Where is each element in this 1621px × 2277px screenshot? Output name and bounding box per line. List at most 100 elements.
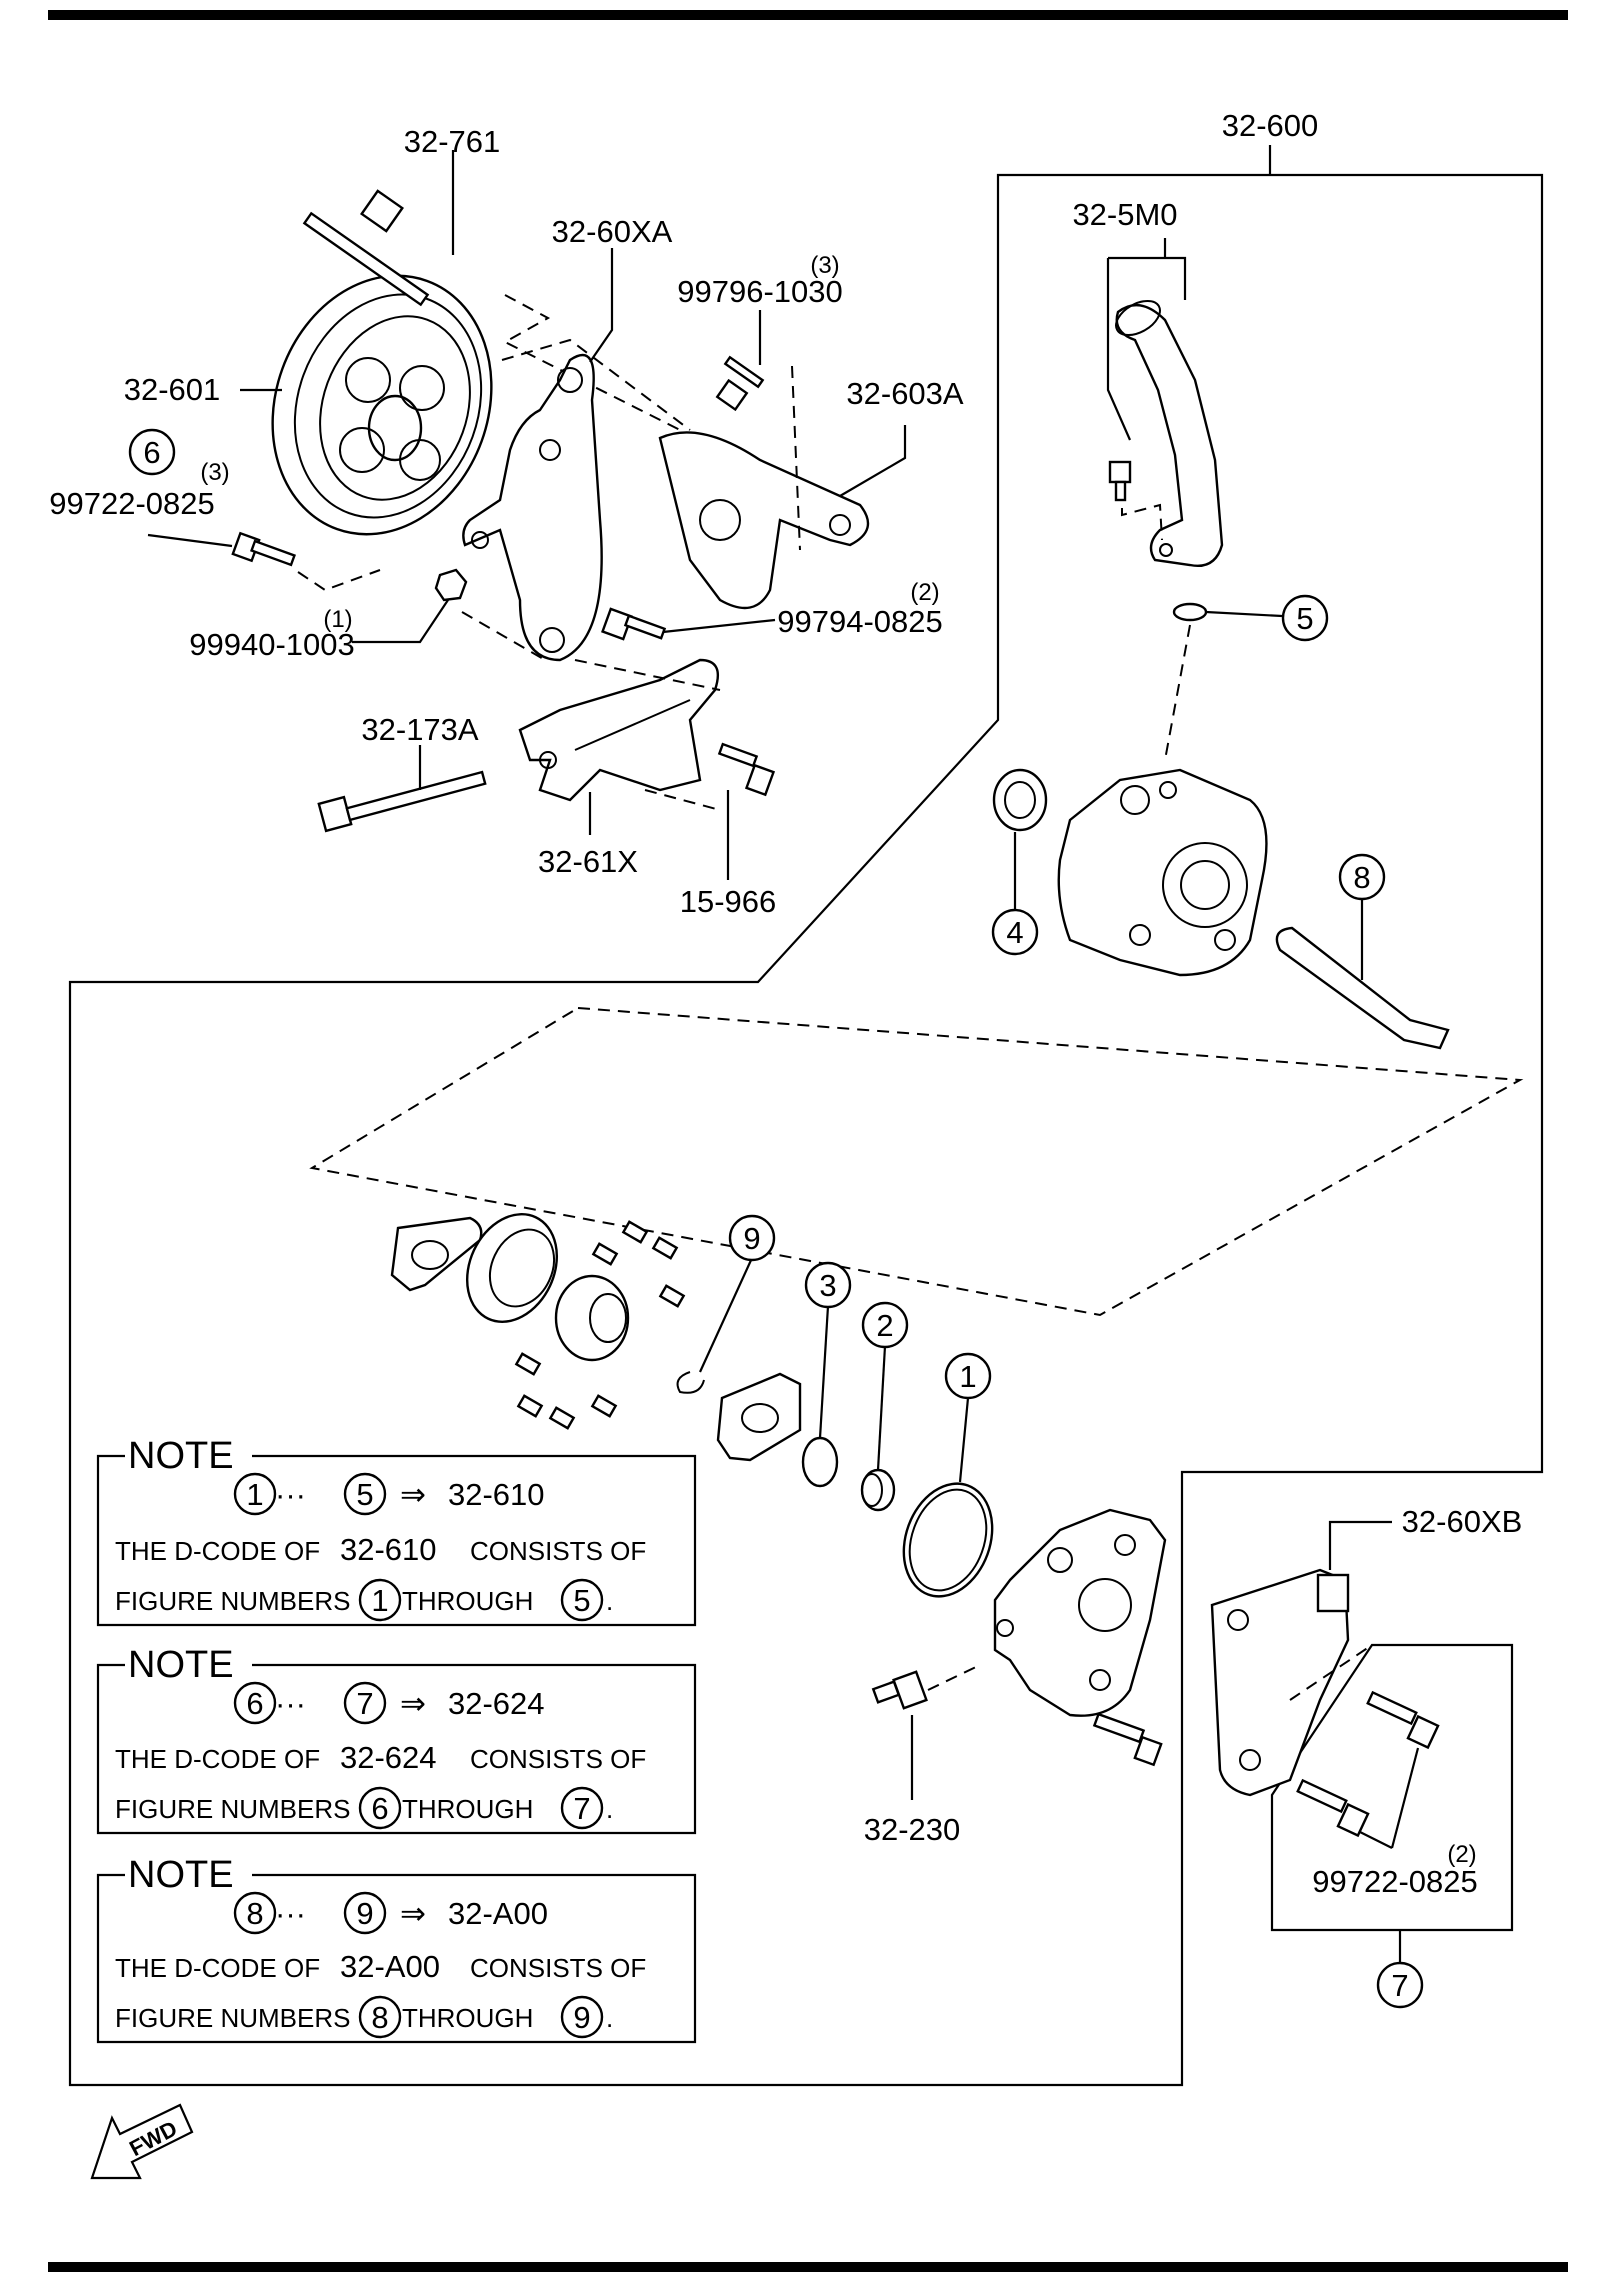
qty-99796: (3) [810,252,839,279]
callout-3: 3 [804,1261,852,1309]
note-from: 1 [246,1477,263,1512]
svg-text:7: 7 [1391,1968,1408,2003]
note-heading: NOTE [128,1435,234,1477]
callout-8: 8 [1338,853,1386,901]
note-from: 8 [246,1896,263,1931]
note-heading: NOTE [128,1644,234,1686]
note-arrow: ⇒ [400,1896,426,1931]
svg-text:6: 6 [371,1791,388,1826]
note-line2-a: FIGURE NUMBERS [115,2003,350,2033]
note-line1-code: 32-610 [340,1532,437,1567]
adjust-bolt-32-173a [317,770,487,833]
note-line1-b: CONSISTS OF [470,1953,646,1983]
svg-text:1: 1 [959,1359,976,1394]
dash-99722-left [297,569,381,592]
label-32-60xa: 32-60XA [552,214,673,249]
svg-text:9: 9 [743,1221,760,1256]
label-99722-0825-right: 99722-0825 [1312,1864,1478,1899]
note-line1-b: CONSISTS OF [470,1536,646,1566]
svg-text:2: 2 [876,1308,893,1343]
label-32-61x: 32-61X [538,844,638,879]
label-32-603a: 32-603A [846,376,964,411]
leader-32-5m0-l [1106,258,1132,441]
svg-text:5: 5 [1296,601,1313,636]
note-line2-b: THROUGH [402,1794,533,1824]
rotor [554,1274,630,1362]
svg-text:7: 7 [573,1791,590,1826]
note-code: 32-624 [448,1686,545,1721]
note-ellipsis: ··· [275,1896,306,1931]
sensor-32-230 [871,1670,928,1710]
note-line1-a: THE D-CODE OF [115,1744,320,1774]
note-box-2: NOTE 6 ··· 7 ⇒ 32-624 THE D-CODE OF 32-6… [96,1644,697,1835]
note-to: 9 [356,1896,373,1931]
pipe-32-5m0 [1115,299,1224,567]
leader-1 [958,1397,970,1483]
oring-3 [801,1436,839,1488]
label-32-601: 32-601 [124,372,221,407]
fwd-arrow-icon: FWD [90,2103,194,2180]
callout-1: 1 [944,1352,992,1400]
pressure-plate [716,1372,802,1462]
qty-99794: (2) [910,579,939,606]
fwd-label: FWD [125,2116,181,2162]
leader-99940 [352,599,449,644]
bottom-rule [48,2262,1568,2272]
qty-99722-left: (3) [200,459,229,486]
bolt-99722-left [231,531,296,567]
leader-box-bolt-a [1390,1747,1420,1849]
label-32-5m0: 32-5M0 [1072,197,1177,232]
bracket-32-61x [518,658,720,802]
label-15-966: 15-966 [680,884,777,919]
long-bolt-32-761 [302,189,430,307]
pump-body-upper [1057,768,1268,977]
note-line1-a: THE D-CODE OF [115,1536,320,1566]
callout-2: 2 [861,1301,909,1349]
bolt-99794-0825 [601,607,667,641]
housing-bolt [1092,1712,1163,1767]
dash-99940 [461,611,546,661]
svg-text:4: 4 [1006,915,1023,950]
note-line1-a: THE D-CODE OF [115,1953,320,1983]
callout-6: 6 [128,428,176,476]
snap-ring-9 [676,1371,705,1394]
note-to: 5 [356,1477,373,1512]
leader-2 [876,1345,887,1471]
leader-32-60xb [1328,1520,1392,1570]
oring-1-inner [908,1488,988,1592]
note-line1-code: 32-A00 [340,1949,440,1984]
vanes [514,1220,686,1430]
leader-5 [1205,610,1283,618]
note-arrow: ⇒ [400,1477,426,1512]
oring-5 [1172,602,1208,622]
label-99794-0825: 99794-0825 [777,604,943,639]
callout-9: 9 [728,1214,776,1262]
callout-7: 7 [1376,1961,1424,2009]
svg-text:.: . [606,1586,613,1616]
dash-pipe [1121,503,1163,541]
note-line2-b: THROUGH [402,1586,533,1616]
bracket-32-603a [658,431,870,610]
oring-1 [902,1482,994,1598]
dash-15-966 [644,789,721,811]
svg-text:9: 9 [573,2000,590,2035]
label-32-600: 32-600 [1222,108,1319,143]
svg-text:6: 6 [143,435,160,470]
seal-2 [860,1468,896,1512]
label-99722-0825-left: 99722-0825 [49,486,215,521]
bracket-32-60xb [1210,1568,1350,1797]
dash-603a [791,365,801,551]
qty-99722-right: (2) [1447,1841,1476,1868]
label-32-761: 32-761 [404,124,501,159]
note-ellipsis: ··· [275,1477,306,1512]
pump-housing-rear [993,1508,1167,1717]
qty-99940: (1) [323,606,352,633]
callout-5: 5 [1281,594,1329,642]
svg-text:.: . [606,1794,613,1824]
note-line2-a: FIGURE NUMBERS [115,1794,350,1824]
leader-99722-left [147,533,233,548]
note-code: 32-A00 [448,1896,548,1931]
note-to: 7 [356,1686,373,1721]
